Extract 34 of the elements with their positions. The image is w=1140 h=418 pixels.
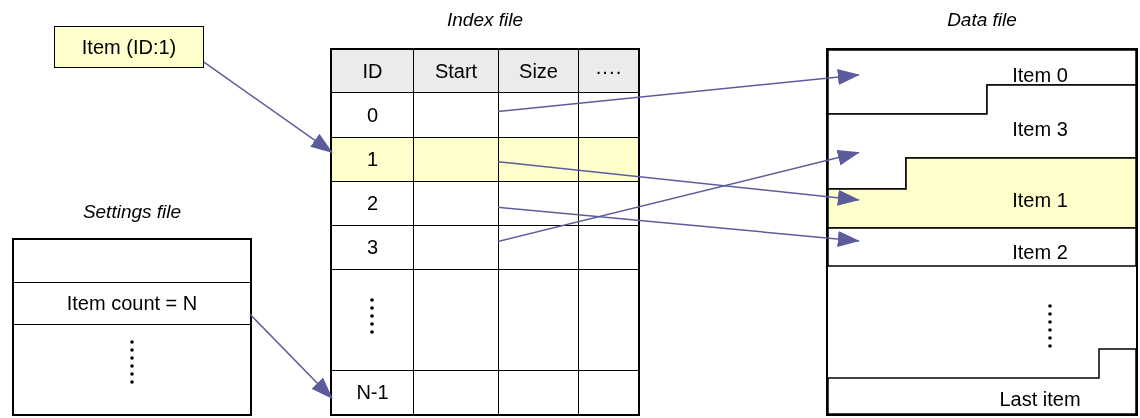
- column-header: ID: [362, 59, 383, 83]
- file-title: Data file: [946, 8, 1018, 32]
- file-segment: [828, 85, 1136, 189]
- arrow: [497, 206, 860, 247]
- file-segment: [828, 349, 1136, 414]
- file-segment: [828, 50, 1136, 114]
- segment-label: Item 0: [1012, 63, 1068, 87]
- column-header: Size: [519, 59, 558, 83]
- file-title: Index file: [445, 8, 524, 32]
- arrow: [497, 149, 860, 243]
- segment-label: Item 2: [1012, 240, 1068, 264]
- file-title: Settings file: [81, 200, 183, 224]
- row-id: 3: [366, 236, 379, 259]
- segment-label: Item 3: [1012, 117, 1068, 141]
- arrow: [203, 61, 333, 154]
- arrow: [497, 69, 860, 113]
- column-header: ····: [595, 59, 622, 83]
- setting-entry: Item count = N: [66, 292, 198, 315]
- row-id: 2: [366, 192, 379, 215]
- segment-label: Last item: [999, 387, 1081, 411]
- row-id: N-1: [356, 381, 389, 404]
- table-row: [332, 370, 638, 414]
- table-row: [332, 225, 638, 269]
- item-tag-box: Item (ID:1): [54, 26, 204, 68]
- row-id: 1: [366, 148, 379, 171]
- row-id: 0: [366, 103, 379, 127]
- arrow: [497, 160, 860, 206]
- segment-label: Item 1: [1012, 188, 1068, 212]
- column-header: Start: [434, 59, 478, 83]
- table-row: [332, 92, 638, 137]
- table-row: [332, 137, 638, 181]
- table-row: [332, 181, 638, 225]
- file-segment: [828, 228, 1136, 266]
- arrow: [249, 313, 333, 399]
